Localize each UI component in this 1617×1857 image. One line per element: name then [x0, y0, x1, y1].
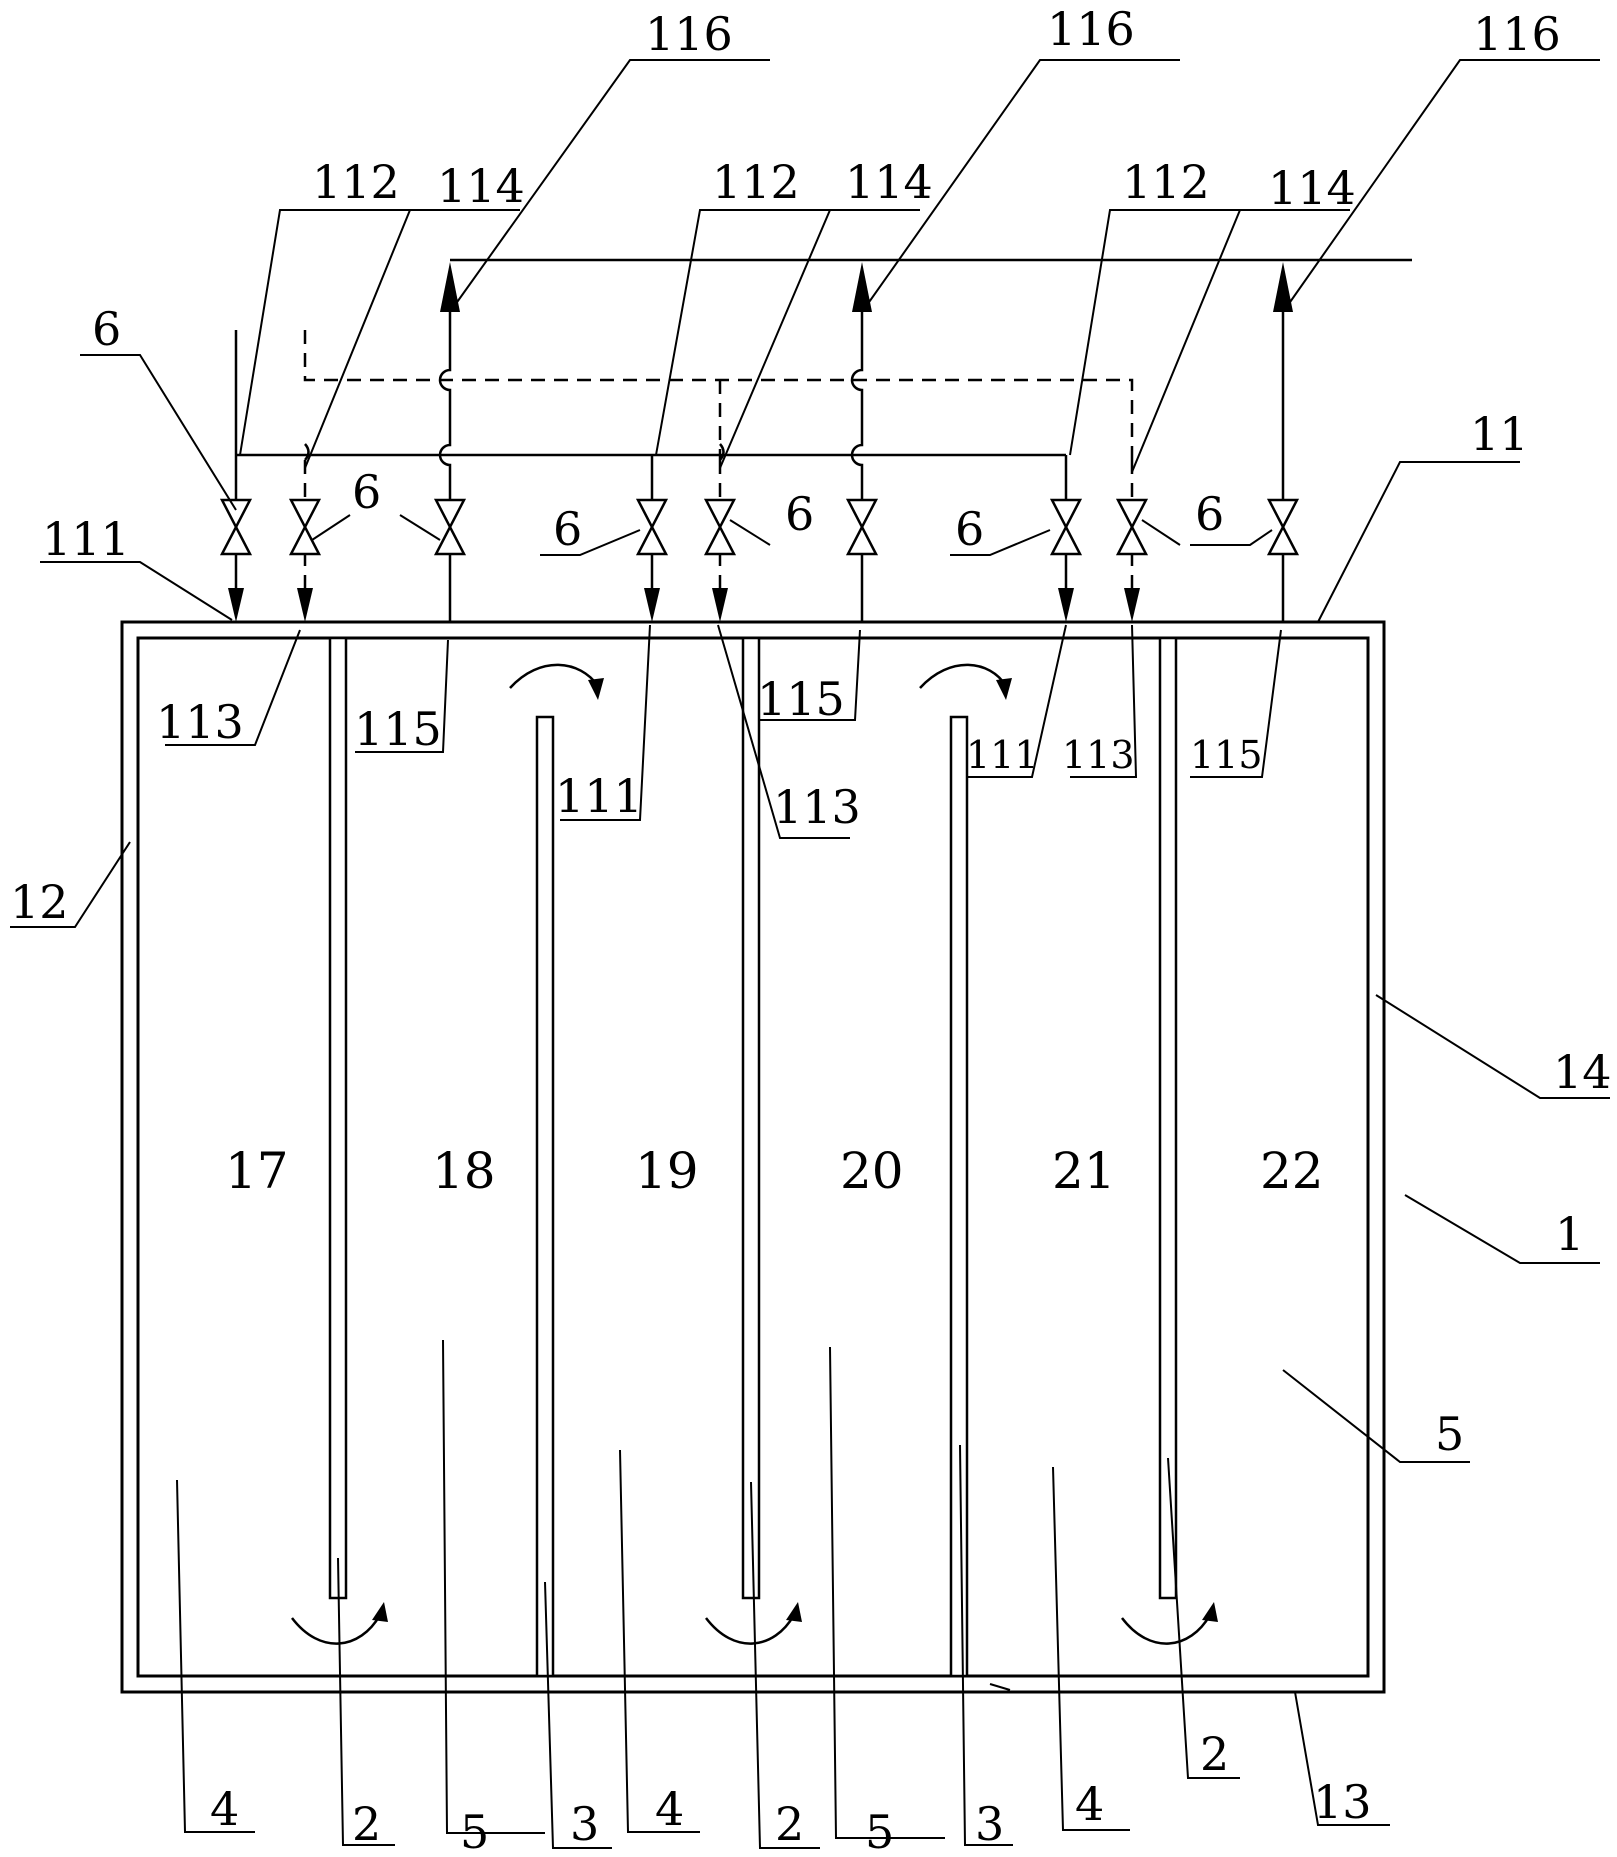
label-112: 112	[312, 155, 400, 209]
label-111: 111	[555, 769, 643, 823]
chamber-numbers: 17 18 19 20 21 22	[225, 1142, 1324, 1200]
label-6: 6	[553, 502, 582, 556]
valve	[845, 498, 879, 556]
label-116: 116	[1473, 7, 1561, 61]
label-11: 11	[1470, 407, 1529, 461]
label-114: 114	[1268, 161, 1356, 215]
outlet-pipe-115-2	[850, 300, 864, 622]
label-5: 5	[1435, 1407, 1464, 1461]
flow-arrow-bottom-2	[705, 1614, 796, 1645]
chamber-label: 21	[1052, 1142, 1116, 1200]
hanging-baffle-3	[1158, 636, 1178, 1600]
label-14: 14	[1553, 1045, 1612, 1099]
label-113: 113	[156, 695, 244, 749]
flow-arrowhead	[372, 1602, 388, 1622]
standing-baffle-2	[949, 715, 969, 1678]
label-116: 116	[645, 7, 733, 61]
label-112: 112	[1122, 155, 1210, 209]
label-115: 115	[1190, 733, 1263, 777]
label-4: 4	[1075, 1777, 1104, 1831]
label-111: 111	[966, 733, 1039, 777]
label-5: 5	[460, 1805, 489, 1857]
valve	[1115, 498, 1149, 556]
inlet-arrowhead	[1058, 588, 1074, 622]
flow-arrowhead	[996, 678, 1012, 700]
chamber-label: 20	[840, 1142, 904, 1200]
outlet-pipe-115-1	[438, 300, 452, 622]
outlet-arrowhead	[440, 262, 460, 312]
crossing-hop	[304, 443, 310, 461]
valve	[433, 498, 467, 556]
label-3: 3	[975, 1797, 1004, 1851]
label-6: 6	[785, 487, 814, 541]
valves	[219, 498, 1300, 556]
label-4: 4	[655, 1782, 684, 1836]
label-4: 4	[210, 1782, 239, 1836]
label-12: 12	[10, 875, 69, 929]
chamber-label: 19	[635, 1142, 699, 1200]
flow-arrowhead	[1202, 1602, 1218, 1622]
baffles	[328, 636, 1178, 1678]
label-1: 1	[1555, 1207, 1584, 1261]
outlet-arrowhead	[852, 262, 872, 312]
chamber-label: 17	[225, 1142, 289, 1200]
label-114: 114	[437, 159, 525, 213]
valve	[288, 498, 322, 556]
label-115: 115	[354, 702, 442, 756]
standing-baffle-1	[535, 715, 555, 1678]
label-115: 115	[757, 672, 845, 726]
flow-arrow-top-1	[509, 663, 600, 689]
flow-arrowhead	[786, 1602, 802, 1622]
dashed-arrowhead	[297, 588, 313, 622]
dashed-arrowhead	[712, 588, 728, 622]
label-2: 2	[352, 1797, 381, 1851]
label-2: 2	[775, 1797, 804, 1851]
leader-lines	[10, 59, 1610, 1849]
label-6: 6	[92, 302, 121, 356]
label-5: 5	[865, 1805, 894, 1857]
valve	[635, 498, 669, 556]
label-2: 2	[1200, 1727, 1229, 1781]
chamber-label: 18	[432, 1142, 496, 1200]
dashed-arrowhead	[1124, 588, 1140, 622]
outlet-arrowhead	[1273, 262, 1293, 312]
tank-outer-wall	[120, 620, 1386, 1694]
crossing-hop	[719, 443, 725, 461]
label-114: 114	[845, 155, 933, 209]
label-112: 112	[712, 155, 800, 209]
flow-arrows	[291, 663, 1218, 1645]
label-113: 113	[773, 780, 861, 834]
label-6: 6	[352, 465, 381, 519]
valve	[1049, 498, 1083, 556]
piping	[228, 258, 1412, 622]
label-13: 13	[1313, 1775, 1372, 1829]
valve	[703, 498, 737, 556]
label-113: 113	[1062, 733, 1135, 777]
inlet-arrowhead	[644, 588, 660, 622]
label-111: 111	[42, 512, 130, 566]
label-3: 3	[570, 1797, 599, 1851]
chamber-label: 22	[1260, 1142, 1324, 1200]
valve	[219, 498, 253, 556]
hanging-baffle-1	[328, 636, 348, 1600]
hanging-baffle-2	[741, 636, 761, 1600]
inlet-arrowhead	[228, 588, 244, 622]
flow-arrow-bottom-1	[291, 1614, 382, 1645]
flow-arrow-top-2	[919, 663, 1008, 689]
dashed-header-114	[303, 330, 1134, 460]
valve	[1266, 498, 1300, 556]
flow-arrowhead	[588, 678, 604, 700]
label-6: 6	[955, 502, 984, 556]
flow-arrow-bottom-3	[1121, 1614, 1212, 1645]
labels: 116 116 116 112 112 112 114 114 114 6 6 …	[10, 2, 1612, 1857]
label-6: 6	[1195, 487, 1224, 541]
label-116: 116	[1047, 2, 1135, 56]
